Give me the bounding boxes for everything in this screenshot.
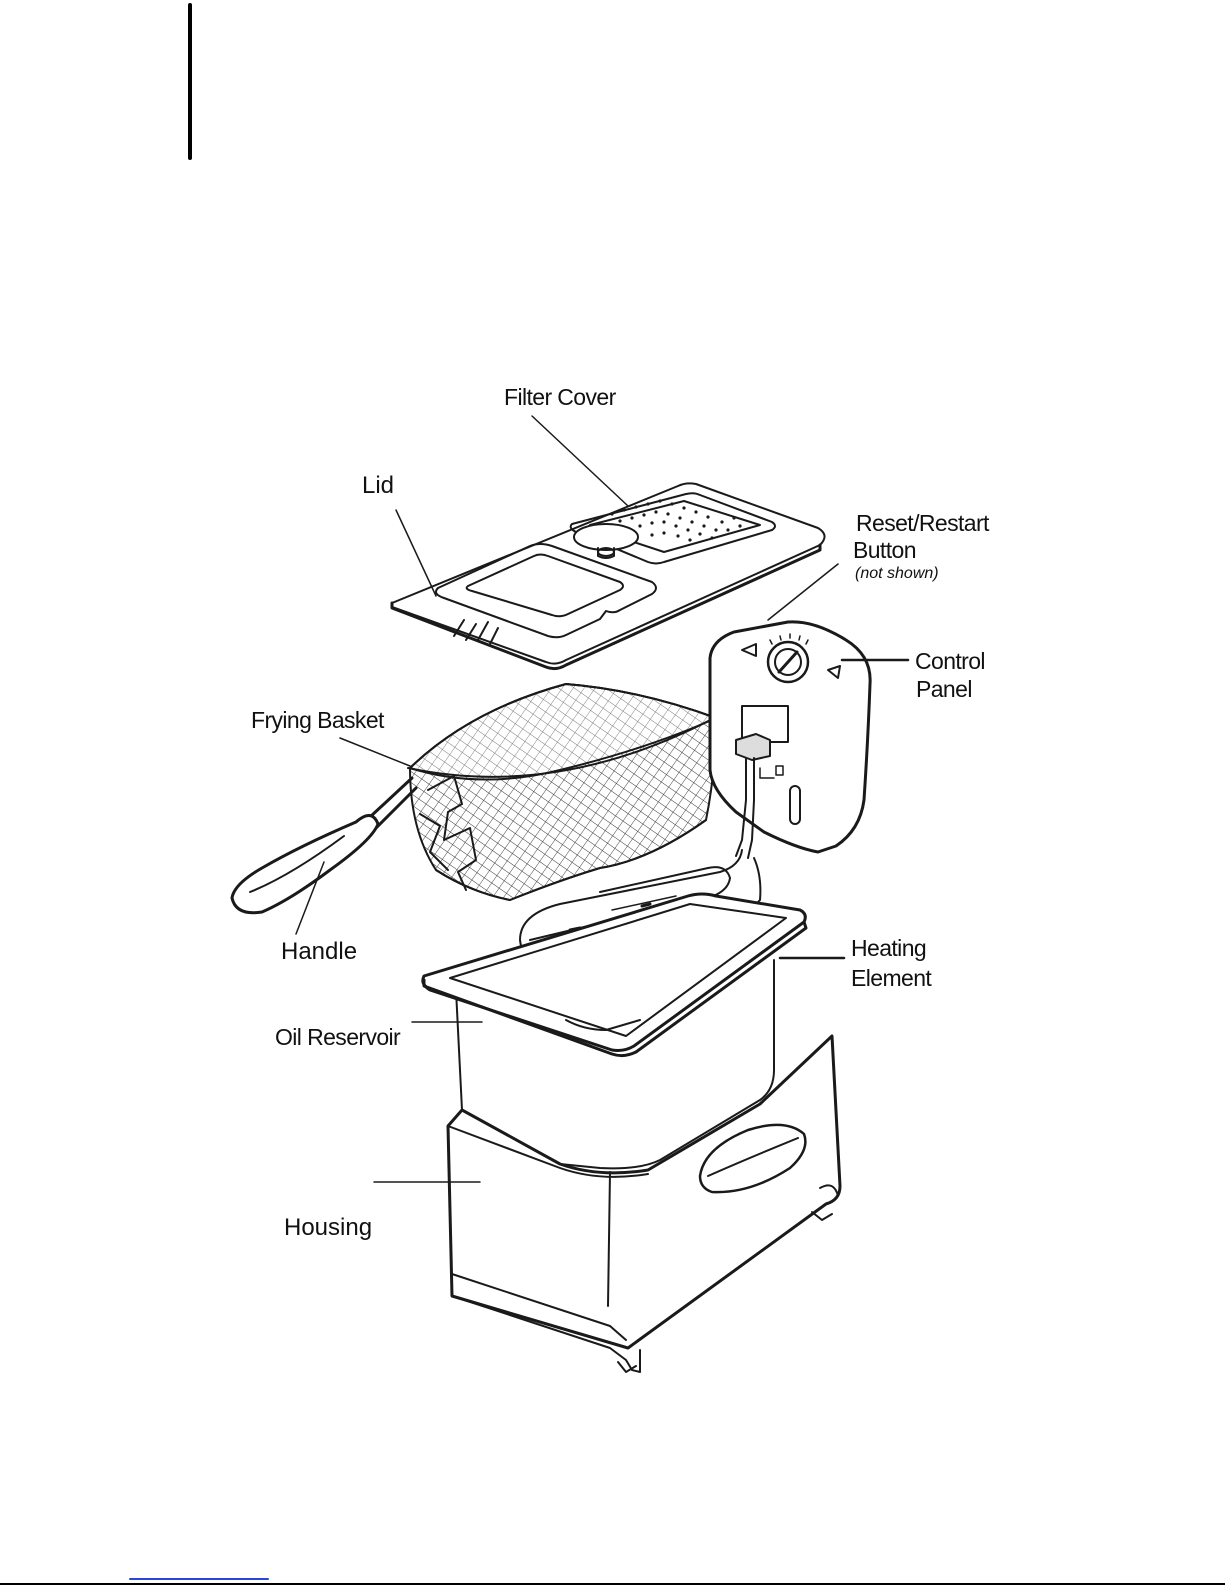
label-control: Control [915,648,985,674]
label-panel: Panel [916,676,972,702]
leader-reset-restart [768,564,838,620]
label-reset-restart: Reset/Restart [856,510,989,536]
label-not-shown: (not shown) [855,564,939,584]
label-element: Element [851,965,931,991]
leader-lid [396,510,436,596]
label-frying-basket: Frying Basket [251,707,384,733]
leader-frying-basket [340,738,410,766]
label-housing: Housing [284,1215,372,1241]
control-panel-drawing [710,622,870,858]
label-filter-cover: Filter Cover [504,384,616,410]
label-heating: Heating [851,935,926,961]
leader-filter-cover [532,416,628,506]
label-lid: Lid [362,473,394,499]
label-handle: Handle [281,939,357,965]
label-oil-reservoir: Oil Reservoir [275,1024,400,1050]
label-button: Button [853,537,916,563]
